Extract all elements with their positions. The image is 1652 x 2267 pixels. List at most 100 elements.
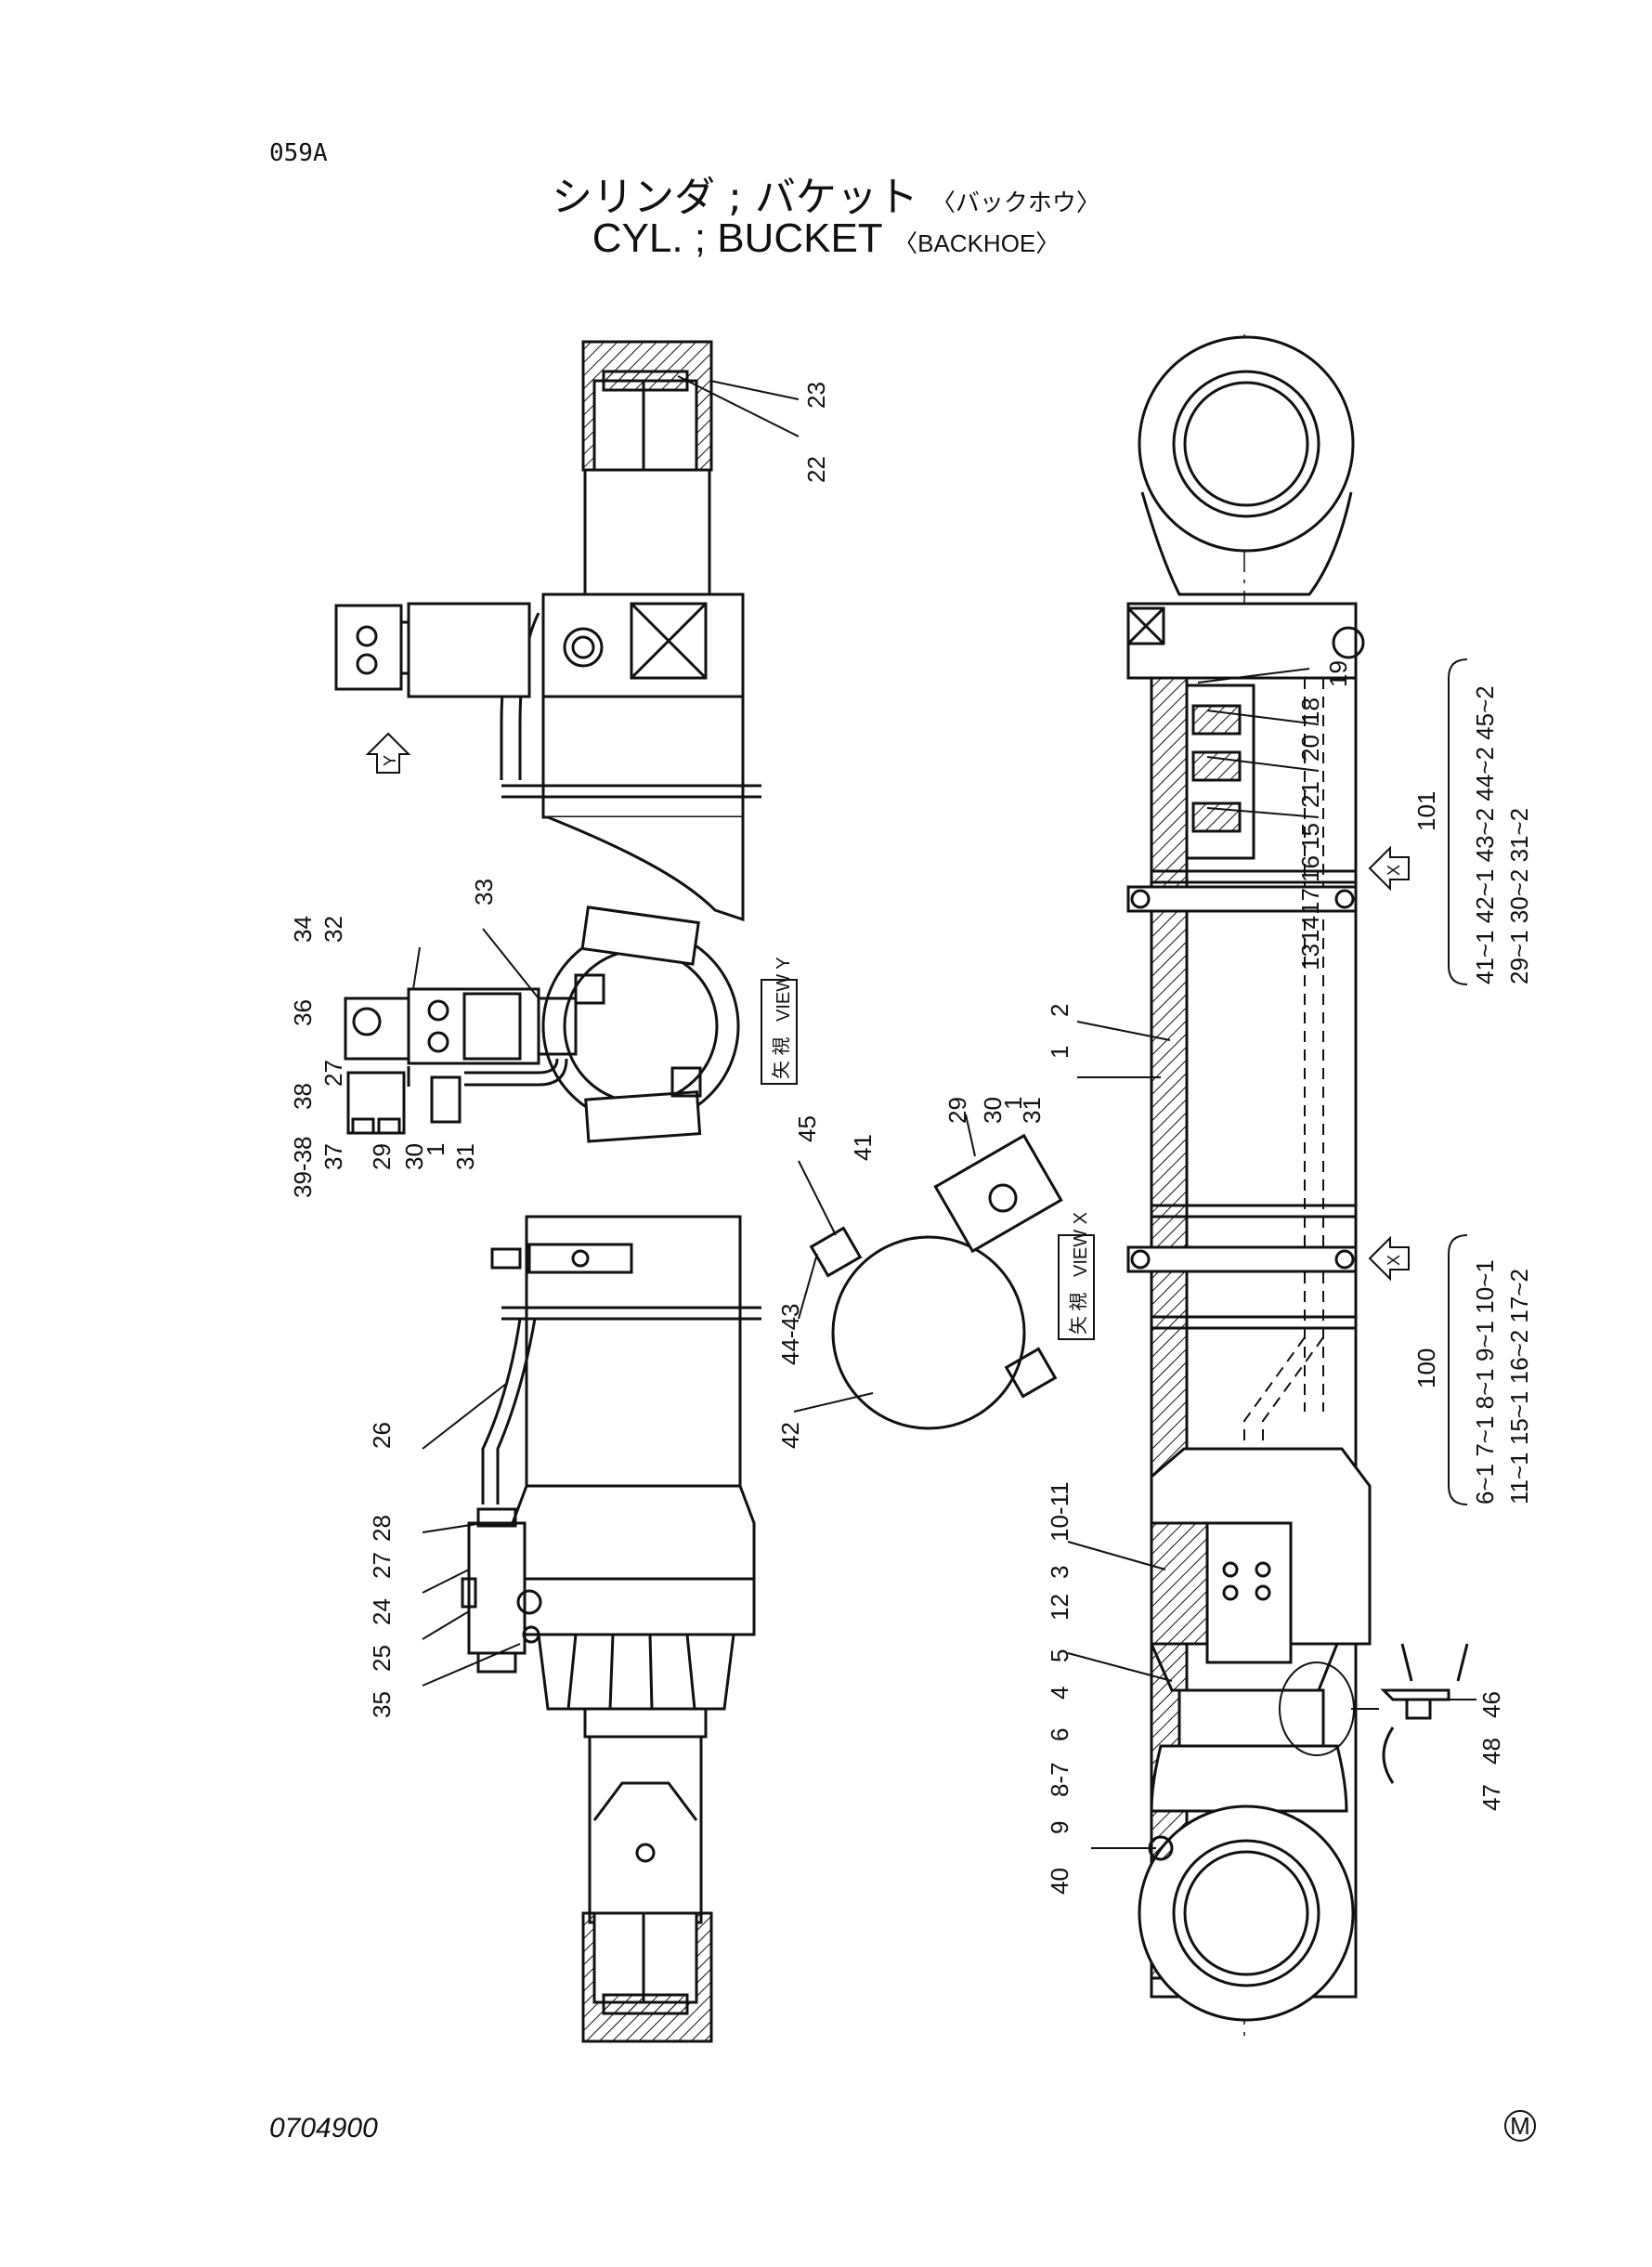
title-japanese: シリンダ ; バケット 〈バックホウ〉 — [0, 163, 1652, 223]
callout-5: 5 — [1046, 1649, 1073, 1662]
callout-30: 30 — [400, 1143, 428, 1170]
view-x-arrows — [1368, 658, 1468, 1505]
callout-30-mid: 30 — [979, 1097, 1007, 1124]
kit-101-number: 101 — [1412, 791, 1440, 831]
callout-47: 47 — [1477, 1784, 1505, 1811]
head-valve — [1205, 1521, 1293, 1664]
lower-rod — [588, 1735, 703, 1924]
title-english-sub: 〈BACKHOE〉 — [893, 229, 1060, 257]
leader-lines — [412, 375, 1476, 1849]
callout-3: 3 — [1046, 1566, 1073, 1579]
callout-6: 6 — [1046, 1728, 1073, 1741]
view-y-valve-block — [407, 987, 540, 1065]
callout-39-38: 39-38 — [289, 1137, 317, 1199]
callout-33: 33 — [470, 879, 498, 905]
drawing-number: 0704900 — [269, 2113, 378, 2143]
callout-23: 23 — [802, 382, 830, 409]
callout-37: 37 — [319, 1143, 347, 1170]
callout-21: 21 — [1296, 781, 1324, 808]
page-code: 059A — [269, 139, 328, 167]
callout-1: 1 — [422, 1143, 449, 1156]
arrow-x2-text: X — [1385, 1255, 1403, 1266]
kit-100-line2: 11~1 15~1 16~2 17~2 — [1505, 1269, 1533, 1505]
callout-44-43: 44-43 — [776, 1304, 804, 1366]
callout-24: 24 — [368, 1598, 396, 1625]
cylinder-head — [511, 1484, 756, 1581]
top-eye — [1138, 335, 1355, 553]
callout-12: 12 — [1046, 1594, 1073, 1621]
callout-9: 9 — [1046, 1821, 1073, 1834]
view-x-jp: 矢 視 — [1068, 1292, 1089, 1335]
callout-28: 28 — [368, 1515, 396, 1542]
callout-40: 40 — [1046, 1868, 1073, 1895]
upper-valve-block — [407, 602, 531, 698]
kit-101-line2: 29~1 30~2 31~2 — [1505, 808, 1533, 984]
callout-27: 27 — [319, 1060, 347, 1087]
callout-10-11: 10-11 — [1046, 1481, 1073, 1542]
callout-32: 32 — [319, 916, 347, 943]
callout-36: 36 — [289, 999, 317, 1026]
m-mark: M — [1504, 2110, 1536, 2142]
view-x-label — [1058, 1234, 1095, 1340]
bottom-eye — [1138, 1804, 1355, 2022]
callout-13: 13 — [1296, 944, 1324, 971]
right-cylinder-section — [1126, 334, 1469, 2043]
lower-tube — [525, 1215, 742, 1516]
callout-14: 14 — [1296, 916, 1324, 943]
callout-29-mid: 29 — [943, 1097, 971, 1124]
callout-22: 22 — [802, 456, 830, 483]
arrow-y-text: Y — [381, 755, 399, 766]
callout-38: 38 — [289, 1083, 317, 1110]
callout-42: 42 — [776, 1422, 804, 1449]
callout-26: 26 — [368, 1422, 396, 1449]
callout-34: 34 — [289, 916, 317, 943]
callout-35: 35 — [368, 1691, 396, 1718]
callout-18: 18 — [1296, 697, 1324, 724]
callout-8-7: 8-7 — [1046, 1762, 1073, 1797]
arrow-x1-text: X — [1385, 865, 1403, 876]
view-y-label — [761, 979, 798, 1085]
kit-lists: 101 41~1 42~1 43~2 44~2 45~2 29~1 30~2 3… — [1412, 685, 1533, 1505]
callout-31-mid: 31 — [1018, 1097, 1046, 1124]
callout-19: 19 — [1324, 660, 1352, 687]
callout-2: 2 — [1046, 1004, 1073, 1017]
title-japanese-sub: 〈バックホウ〉 — [930, 189, 1100, 217]
clamp-view-x — [809, 1133, 1063, 1430]
callout-31: 31 — [451, 1143, 479, 1170]
left-cylinder-view — [334, 340, 761, 2043]
callout-29: 29 — [368, 1143, 396, 1170]
plug — [563, 627, 604, 668]
title-english: CYL. ; BUCKET 〈BACKHOE〉 — [0, 215, 1652, 262]
title-japanese-main: シリンダ ; バケット — [552, 174, 918, 221]
callout-46: 46 — [1477, 1691, 1505, 1718]
hex-flat — [1126, 606, 1165, 645]
callout-27b: 27 — [368, 1552, 396, 1579]
callout-41: 41 — [849, 1134, 877, 1161]
clamp-valve — [933, 1133, 1063, 1254]
view-x-text: VIEW X — [1071, 1212, 1091, 1277]
callout-17: 17 — [1296, 888, 1324, 915]
view-y-jp: 矢 視 — [771, 1036, 792, 1079]
view-y-arrow — [365, 732, 411, 774]
callout-1-right: 1 — [1046, 1046, 1073, 1059]
clamp-band — [527, 1243, 633, 1274]
kit-101-line1: 41~1 42~1 43~2 44~2 45~2 — [1471, 685, 1499, 984]
callout-16: 16 — [1296, 855, 1324, 882]
callouts: 23 22 33 34 32 36 27 38 39-38 37 29 30 1… — [289, 382, 1505, 1895]
kit-100-line1: 6~1 7~1 8~1 9~1 10~1 — [1471, 1259, 1499, 1505]
side-fitting-block — [467, 1521, 527, 1655]
hex-flat — [630, 602, 708, 680]
callout-15: 15 — [1296, 823, 1324, 850]
callout-1-mid: 1 — [999, 1097, 1027, 1110]
callout-48: 48 — [1477, 1738, 1505, 1765]
view-y-text: VIEW Y — [774, 957, 794, 1022]
callout-20: 20 — [1296, 735, 1324, 762]
callout-25: 25 — [368, 1645, 396, 1672]
title-english-main: CYL. ; BUCKET — [592, 215, 882, 261]
clamp-ring — [831, 1235, 1026, 1430]
view-label-text: 矢 視 VIEW Y 矢 視 VIEW X Y X X — [381, 755, 1403, 1335]
callout-4: 4 — [1046, 1687, 1073, 1700]
callout-45: 45 — [793, 1115, 821, 1142]
